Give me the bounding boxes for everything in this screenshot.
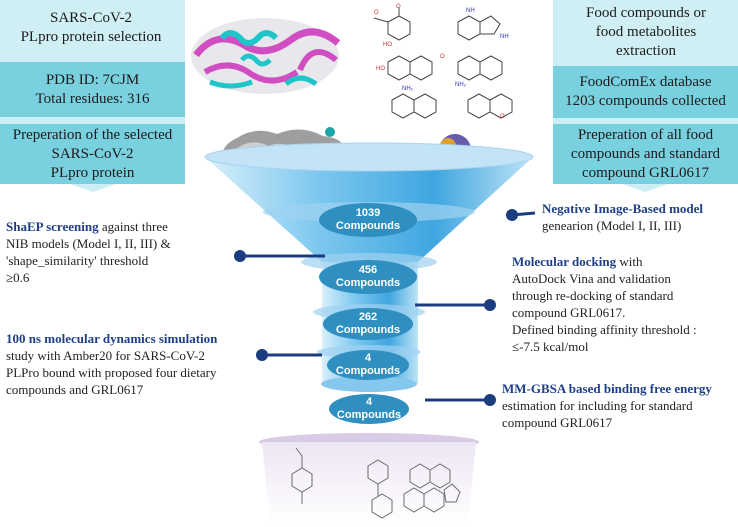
svg-text:NH: NH	[500, 34, 509, 40]
docking-body-4: compound GRL0617.	[512, 305, 626, 320]
right-box-1-line-2: food metabolites	[595, 23, 697, 40]
md-body-2: PLPro bound with proposed four dietary	[6, 365, 217, 380]
stage-3-count: 262	[358, 311, 378, 323]
base-bowl	[262, 442, 476, 525]
left-box-3-line-3: PLpro protein	[50, 164, 135, 181]
docking-body-6: ≤-7.5 kcal/mol	[512, 339, 589, 354]
right-box-food-preparation: Preperation of all food compounds and st…	[553, 124, 738, 184]
shaep-body-1: against three	[98, 219, 168, 234]
right-box-3-line-1: Preperation of all food	[577, 126, 714, 143]
connector-dots	[234, 209, 518, 406]
md-body-1: study with Amber20 for SARS-CoV-2	[6, 348, 205, 363]
right-box-2-line-2: 1203 compounds collected	[565, 93, 726, 109]
stage-5-count: 4	[365, 396, 373, 408]
md-title: 100 ns molecular dynamics simulation	[6, 331, 218, 346]
stage-2-unit: Compounds	[335, 277, 401, 289]
docking-body-2: AutoDock Vina and validation	[512, 271, 671, 286]
mmgbsa-body-1: estimation for including for standard	[502, 398, 693, 413]
stage-badge-4-mmgbsa: 4 Compounds	[329, 394, 409, 424]
left-box-pdb-id: PDB ID: 7CJM Total residues: 316	[0, 62, 185, 117]
stage-1-unit: Compounds	[335, 220, 401, 232]
annotation-shaep: ShaEP screening against three NIB models…	[6, 218, 236, 286]
nib-body: genearion (Model I, II, III)	[542, 218, 682, 233]
left-box-3-line-2: SARS-CoV-2	[51, 145, 134, 162]
left-box-protein-preparation: Preperation of the selected SARS-CoV-2 P…	[0, 124, 185, 184]
annotation-docking: Molecular docking with AutoDock Vina and…	[512, 253, 734, 355]
annotation-mmgbsa: MM-GBSA based binding free energy estima…	[502, 380, 734, 431]
left-box-3-line-1: Preperation of the selected	[12, 126, 173, 143]
stage-badge-4-md: 4 Compounds	[327, 350, 409, 380]
left-box-2-line-2: Total residues: 316	[35, 90, 150, 107]
heteroatom-labels: O O HO O HO O	[374, 4, 505, 120]
docking-body-1: with	[616, 254, 643, 269]
md-body-3: compounds and GRL0617	[6, 382, 144, 397]
stage-badge-456: 456 Compounds	[319, 260, 417, 294]
svg-text:O: O	[374, 10, 379, 16]
shaep-body-2: NIB models (Model I, II, III) &	[6, 236, 171, 251]
svg-text:O: O	[500, 114, 505, 120]
right-box-3-line-2: compounds and standard	[570, 145, 721, 162]
svg-text:O: O	[440, 54, 445, 60]
mmgbsa-body-2: compound GRL0617	[502, 415, 613, 430]
left-box-2-line-1: PDB ID: 7CJM	[45, 71, 140, 88]
svg-text:HO: HO	[376, 66, 385, 72]
svg-text:O: O	[396, 4, 401, 10]
shaep-title: ShaEP screening	[6, 219, 99, 234]
right-box-food-extraction: Food compounds or food metabolites extra…	[558, 2, 734, 62]
left-box-1-line-1: SARS-CoV-2	[50, 10, 132, 26]
right-box-2-line-1: FoodComEx database	[579, 74, 712, 90]
right-box-3-line-3: compound GRL0617	[581, 164, 710, 181]
right-box-1-line-3: extraction	[616, 42, 676, 59]
stage-4-count: 4	[364, 352, 372, 364]
stage-1-count: 1039	[355, 207, 381, 219]
svg-text:NH₂: NH₂	[455, 82, 467, 88]
annotation-md: 100 ns molecular dynamics simulation stu…	[6, 330, 256, 398]
docking-body-5: Defined binding affinity threshold :	[512, 322, 697, 337]
left-box-protein-selection: SARS-CoV-2 PLpro protein selection	[6, 2, 176, 54]
left-box-1-line-2: PLpro protein selection	[20, 29, 162, 45]
stage-2-count: 456	[358, 264, 378, 276]
right-box-foodcomex: FoodComEx database 1203 compounds collec…	[553, 66, 738, 118]
shaep-body-4: ≥0.6	[6, 270, 30, 285]
connectors	[240, 211, 536, 402]
stage-badge-1039: 1039 Compounds	[319, 203, 417, 237]
mmgbsa-title: MM-GBSA based binding free energy	[502, 381, 712, 396]
svg-text:HO: HO	[383, 42, 392, 48]
docking-title: Molecular docking	[512, 254, 617, 269]
svg-text:NH: NH	[466, 8, 475, 14]
nib-title: Negative Image-Based model	[542, 201, 704, 216]
chemical-structures	[373, 8, 513, 119]
stage-3-unit: Compounds	[335, 324, 401, 336]
stage-badge-262: 262 Compounds	[323, 308, 413, 340]
annotation-nib-model: Negative Image-Based model genearion (Mo…	[542, 200, 732, 234]
right-box-1-line-1: Food compounds or	[586, 4, 706, 21]
shaep-body-3: 'shape_similarity' threshold	[6, 253, 149, 268]
stage-4-unit: Compounds	[335, 365, 401, 377]
stage-5-unit: Compounds	[336, 409, 402, 421]
svg-text:NH₂: NH₂	[402, 86, 414, 92]
protein-ribbon-illustration	[191, 18, 341, 94]
docking-body-3: through re-docking of standard	[512, 288, 674, 303]
